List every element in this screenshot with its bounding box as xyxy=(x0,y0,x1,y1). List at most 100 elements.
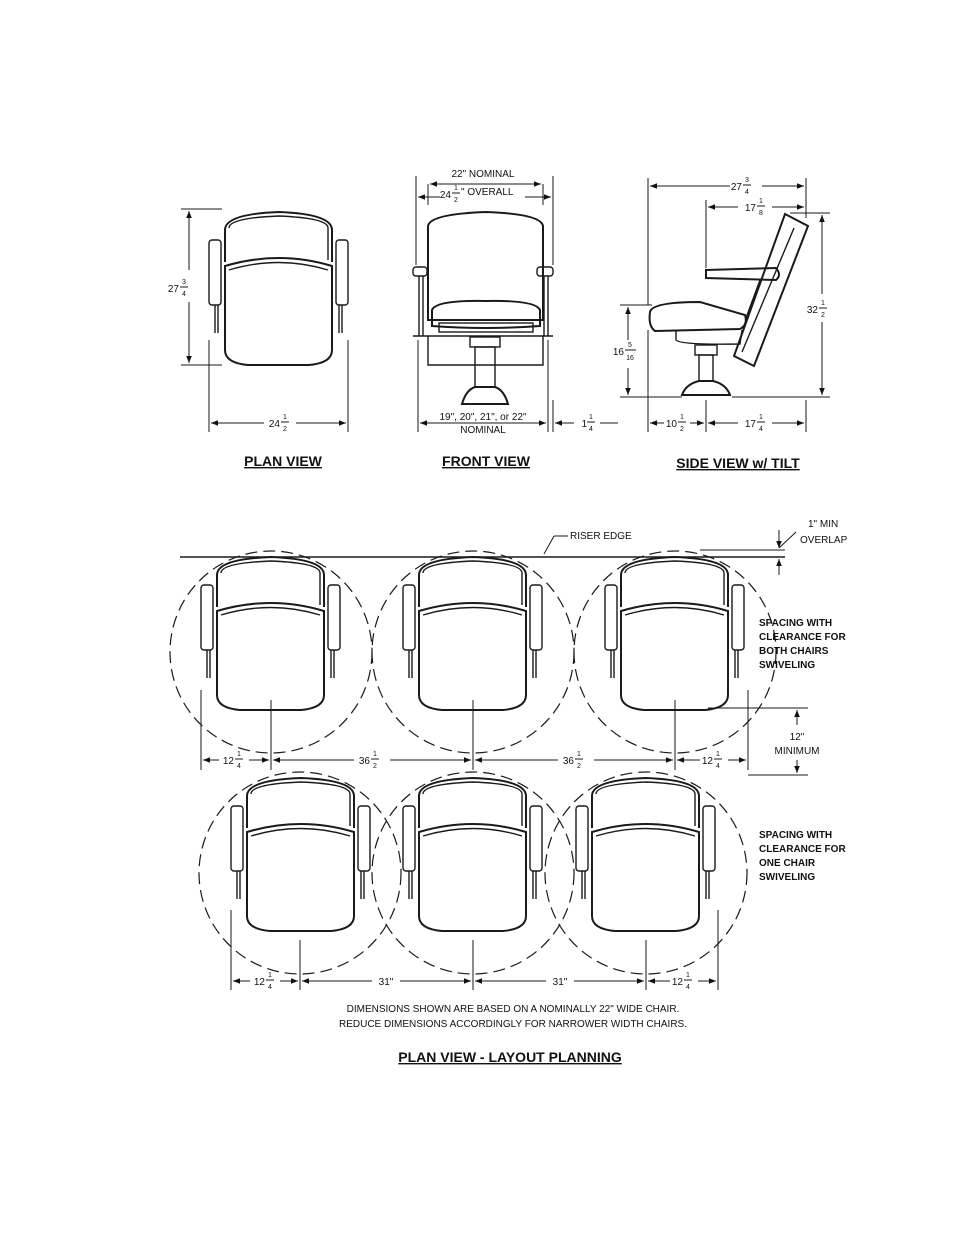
svg-text:1: 1 xyxy=(581,419,587,430)
swivel-circle xyxy=(198,771,402,975)
layout-chair xyxy=(230,777,371,932)
row1-dim-left: 12 1 4 xyxy=(223,751,243,770)
svg-text:3: 3 xyxy=(745,177,749,184)
note-line-2: REDUCE DIMENSIONS ACCORDINGLY FOR NARROW… xyxy=(339,1019,687,1030)
row-gap-label-1: 12" xyxy=(790,732,805,743)
row2-dim-mid2: 31" xyxy=(553,977,568,988)
svg-text:1: 1 xyxy=(577,751,581,758)
side-front-dimension: 10 1 2 xyxy=(666,414,686,433)
svg-text:4: 4 xyxy=(237,763,241,770)
svg-text:1: 1 xyxy=(821,300,825,307)
plan-chair xyxy=(208,211,349,366)
side-view-title: SIDE VIEW w/ TILT xyxy=(676,455,800,471)
svg-text:36: 36 xyxy=(563,756,575,767)
front-side-dimension: 1 1 4 xyxy=(581,414,595,433)
layout-chair xyxy=(402,777,543,932)
svg-text:4: 4 xyxy=(268,984,272,991)
svg-text:4: 4 xyxy=(686,984,690,991)
note-one-swiveling: SPACING WITH CLEARANCE FOR ONE CHAIR SWI… xyxy=(759,830,846,883)
overlap-label-2: OVERLAP xyxy=(800,535,848,546)
svg-text:2: 2 xyxy=(821,312,825,319)
svg-text:1: 1 xyxy=(454,185,458,192)
svg-text:16: 16 xyxy=(626,355,634,362)
svg-text:1: 1 xyxy=(237,751,241,758)
svg-text:" OVERALL: " OVERALL xyxy=(461,187,514,198)
svg-text:2: 2 xyxy=(373,763,377,770)
note-both-swiveling: SPACING WITH CLEARANCE FOR BOTH CHAIRS S… xyxy=(759,618,846,671)
svg-text:4: 4 xyxy=(589,426,593,433)
row2-dim-left: 12 1 4 xyxy=(254,972,274,991)
svg-text:CLEARANCE FOR: CLEARANCE FOR xyxy=(759,844,846,855)
layout-chair xyxy=(200,556,341,711)
svg-text:4: 4 xyxy=(745,189,749,196)
svg-text:2: 2 xyxy=(283,426,287,433)
side-base-dimension: 17 1 4 xyxy=(745,414,765,433)
swivel-circle xyxy=(544,771,748,975)
svg-text:SWIVELING: SWIVELING xyxy=(759,660,815,671)
svg-text:CLEARANCE FOR: CLEARANCE FOR xyxy=(759,632,846,643)
row2-dim-right: 12 1 4 xyxy=(672,972,692,991)
swivel-circle xyxy=(371,771,575,975)
side-back-dimension: 17 1 8 xyxy=(745,198,765,217)
layout-chair xyxy=(402,556,543,711)
side-height-dimension: 32 1 2 xyxy=(807,300,827,319)
note-line-1: DIMENSIONS SHOWN ARE BASED ON A NOMINALL… xyxy=(347,1004,680,1015)
front-seat-widths: 19", 20", 21", or 22" xyxy=(439,412,526,423)
svg-text:ONE CHAIR: ONE CHAIR xyxy=(759,858,816,869)
svg-text:4: 4 xyxy=(716,763,720,770)
svg-text:8: 8 xyxy=(759,210,763,217)
svg-text:32: 32 xyxy=(807,305,819,316)
svg-text:1: 1 xyxy=(283,414,287,421)
svg-text:12: 12 xyxy=(702,756,714,767)
row1-dim-mid2: 36 1 2 xyxy=(563,751,583,770)
svg-text:36: 36 xyxy=(359,756,371,767)
side-depth-dimension: 27 3 4 xyxy=(731,177,751,196)
svg-text:SPACING WITH: SPACING WITH xyxy=(759,618,832,629)
svg-text:4: 4 xyxy=(759,426,763,433)
front-view: 22" NOMINAL 24 1 2 " OVERALL 19", 20", 2… xyxy=(412,169,618,469)
svg-text:3: 3 xyxy=(182,279,186,286)
svg-text:1: 1 xyxy=(759,414,763,421)
layout-chair xyxy=(604,556,745,711)
svg-text:4: 4 xyxy=(182,291,186,298)
svg-text:5: 5 xyxy=(628,342,632,349)
layout-chair xyxy=(575,777,716,932)
svg-text:1: 1 xyxy=(268,972,272,979)
svg-text:1: 1 xyxy=(686,972,690,979)
svg-text:27: 27 xyxy=(168,284,180,295)
svg-text:2: 2 xyxy=(680,426,684,433)
layout-planning: RISER EDGE 1" MIN OVERLAP SPACING WITH C… xyxy=(169,519,848,1065)
row1-dim-mid1: 36 1 2 xyxy=(359,751,379,770)
svg-text:2: 2 xyxy=(454,197,458,204)
front-seat-nominal: NOMINAL xyxy=(460,425,506,436)
svg-text:2: 2 xyxy=(577,763,581,770)
side-view: 27 3 4 17 1 8 32 1 2 16 xyxy=(613,177,830,471)
svg-text:1: 1 xyxy=(716,751,720,758)
svg-text:10: 10 xyxy=(666,419,678,430)
front-nominal-label: 22" NOMINAL xyxy=(451,169,514,180)
svg-text:27: 27 xyxy=(731,182,743,193)
plan-depth-dimension: 27 3 4 xyxy=(168,279,188,298)
svg-text:BOTH CHAIRS: BOTH CHAIRS xyxy=(759,646,829,657)
plan-view-title: PLAN VIEW xyxy=(244,453,323,469)
svg-text:1: 1 xyxy=(759,198,763,205)
svg-text:1: 1 xyxy=(680,414,684,421)
svg-text:24: 24 xyxy=(269,419,281,430)
svg-text:17: 17 xyxy=(745,419,757,430)
svg-text:1: 1 xyxy=(373,751,377,758)
overlap-label-1: 1" MIN xyxy=(808,519,838,530)
side-seat-height-dimension: 16 5 16 xyxy=(613,342,636,362)
front-view-title: FRONT VIEW xyxy=(442,453,531,469)
svg-text:1: 1 xyxy=(589,414,593,421)
svg-text:24: 24 xyxy=(440,190,452,201)
plan-view: 27 3 4 24 1 2 PLAN VIEW xyxy=(168,208,349,469)
svg-text:12: 12 xyxy=(672,977,684,988)
front-overall-dimension: 24 1 2 " OVERALL xyxy=(440,185,514,204)
svg-text:SPACING WITH: SPACING WITH xyxy=(759,830,832,841)
row2-dim-mid1: 31" xyxy=(379,977,394,988)
riser-edge-label: RISER EDGE xyxy=(570,531,632,542)
svg-text:17: 17 xyxy=(745,203,757,214)
svg-text:12: 12 xyxy=(223,756,235,767)
layout-title: PLAN VIEW - LAYOUT PLANNING xyxy=(398,1049,622,1065)
